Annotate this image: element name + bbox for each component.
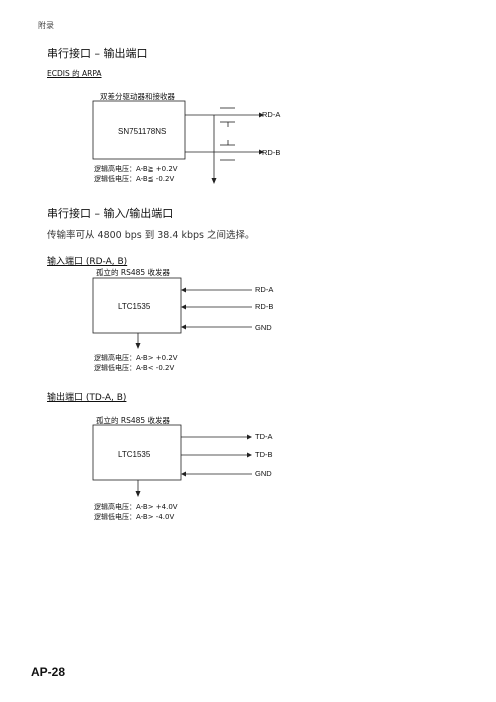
input-logic-high: 逻辑高电压：A-B> +0.2V (94, 354, 178, 362)
output-chip-label: LTC1535 (118, 450, 151, 459)
arrow-in-rd-a (181, 287, 186, 293)
output-label-rd-b: RD-B (262, 148, 281, 157)
output-logic-low: 逻辑低电压：A-B> -4.0V (94, 513, 175, 521)
output-transceiver-caption: 孤立的 RS485 收发器 (96, 416, 171, 425)
running-header: 附录 (38, 21, 54, 30)
arrow-rd-b (259, 149, 264, 155)
input-port-heading: 输入端口 (RD-A, B) (47, 257, 128, 267)
output-circuit (92, 424, 252, 497)
arrow-down-input (135, 343, 141, 349)
arrow-down-output (135, 491, 141, 497)
baud-rate-note: 传输率可从 4800 bps 到 38.4 kbps 之间选择。 (47, 230, 255, 241)
input-pin-gnd: GND (255, 323, 272, 332)
output-pin-td-b: TD-B (255, 450, 273, 459)
output-pin-td-a: TD-A (255, 432, 273, 441)
input-transceiver-caption: 孤立的 RS485 收发器 (96, 268, 171, 277)
arrow-in-gnd-out (181, 471, 186, 477)
driver-logic-high: 逻辑高电压：A-B≧ +0.2V (94, 165, 178, 173)
input-logic-levels: 逻辑高电压：A-B> +0.2V 逻辑低电压：A-B< -0.2V (94, 353, 178, 373)
input-pin-rd-a: RD-A (255, 285, 274, 294)
output-pin-gnd: GND (255, 469, 272, 478)
page-number: AP-28 (31, 665, 66, 679)
output-port-heading: 输出端口 (TD-A, B) (47, 393, 127, 403)
driver-logic-levels: 逻辑高电压：A-B≧ +0.2V 逻辑低电压：A-B≦ -0.2V (94, 164, 178, 184)
arrow-rd-a (259, 112, 264, 118)
input-chip-label: LTC1535 (118, 302, 151, 311)
arrow-out-td-b (247, 452, 252, 458)
driver-caption: 双差分驱动器和接收器 (100, 92, 175, 101)
arrow-down-receive (211, 178, 217, 184)
section1-subtitle: ECDIS 的 ARPA (47, 69, 102, 78)
driver-chip-box (92, 100, 186, 160)
driver-circuit (92, 100, 264, 184)
output-label-rd-a: RD-A (262, 110, 281, 119)
driver-chip-label: SN751178NS (118, 127, 167, 136)
section1-title: 串行接口 – 输出端口 (47, 47, 148, 60)
input-circuit (92, 277, 252, 349)
arrow-in-gnd (181, 324, 186, 330)
output-logic-high: 逻辑高电压：A-B> +4.0V (94, 503, 178, 511)
input-logic-low: 逻辑低电压：A-B< -0.2V (94, 364, 175, 372)
arrow-out-td-a (247, 434, 252, 440)
input-pin-rd-b: RD-B (255, 302, 274, 311)
arrow-in-rd-b (181, 304, 186, 310)
output-chip-box (92, 424, 182, 481)
output-logic-levels: 逻辑高电压：A-B> +4.0V 逻辑低电压：A-B> -4.0V (94, 502, 178, 522)
driver-logic-low: 逻辑低电压：A-B≦ -0.2V (94, 175, 175, 183)
input-chip-box (92, 277, 182, 334)
section2-title: 串行接口 – 输入/输出端口 (47, 207, 174, 220)
